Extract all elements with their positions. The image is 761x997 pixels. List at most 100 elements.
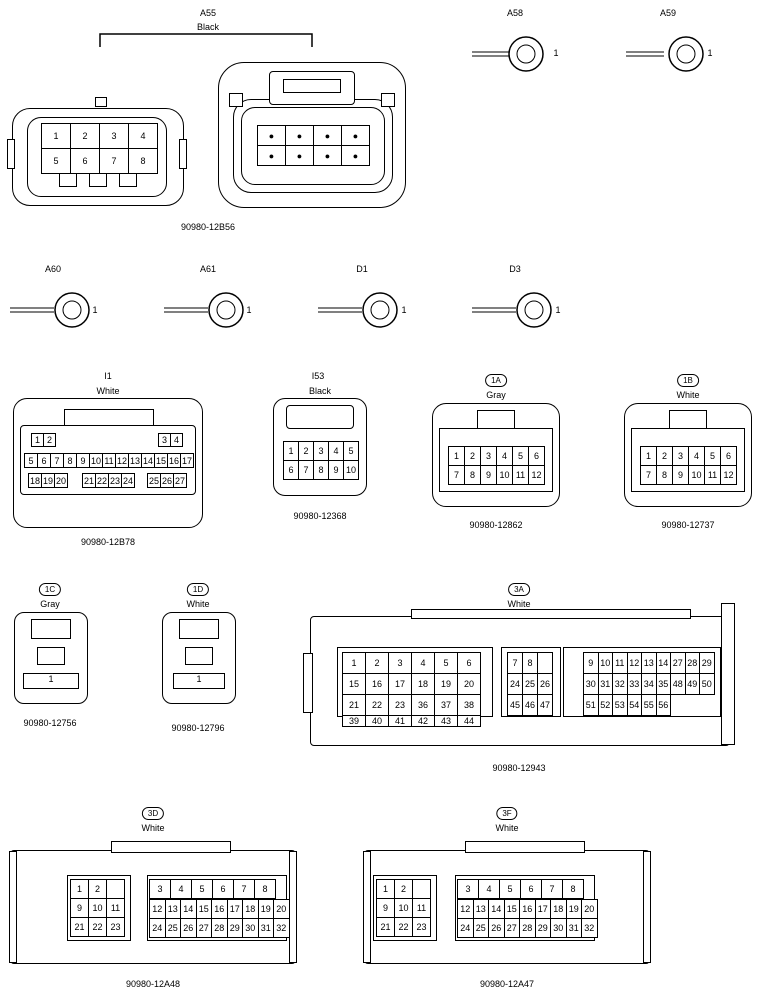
pin-cavity: 40 (366, 716, 389, 727)
pin-cavity: 12 (150, 900, 166, 919)
pin-cavity: 8 (64, 454, 77, 468)
pin-cavity: 2 (366, 653, 389, 674)
pin-cavity: 9 (71, 899, 89, 918)
pin-cavity: 9 (329, 461, 344, 480)
c3d-color: White (141, 823, 165, 833)
c1c-color: Gray (40, 599, 60, 609)
pin-cavity: 19 (435, 674, 458, 695)
d1-ring-terminal-icon (318, 292, 398, 328)
pin-cavity: 11 (613, 653, 628, 674)
pin-cavity: 10 (344, 461, 359, 480)
pin-cavity: 23 (413, 918, 431, 937)
pin-cavity: 24 (458, 919, 474, 938)
pin-cavity: 22 (89, 918, 107, 937)
pin-cavity: 9 (77, 454, 90, 468)
pin-cavity: 18 (243, 900, 259, 919)
pin-cavity: 3 (100, 124, 129, 149)
pin-cavity: 2 (657, 447, 673, 466)
pin-cavity: 56 (656, 695, 671, 716)
pin-cavity: 15 (155, 454, 168, 468)
i53-color: Black (308, 386, 332, 396)
pin-cavity: 51 (584, 695, 599, 716)
a55-male-face: ●●●● ●●●● (218, 62, 406, 208)
pin-cavity: 6 (38, 454, 51, 468)
pin-cavity: 7 (449, 466, 465, 485)
pin-cavity: 25 (523, 674, 538, 695)
pin-cavity: 2 (299, 442, 314, 461)
pin-cavity: 5 (705, 447, 721, 466)
pin-cavity: 5 (500, 880, 521, 899)
pin-cavity: 20 (458, 674, 481, 695)
pin-cavity: 3 (481, 447, 497, 466)
pin-cavity: 10 (598, 653, 613, 674)
pin-cavity: 20 (582, 900, 598, 919)
a60-ring-terminal-icon (10, 292, 90, 328)
pin-cavity: 6 (721, 447, 737, 466)
pin-cavity: 18 (29, 474, 42, 488)
pin-cavity: 21 (71, 918, 89, 937)
pin-cavity: 11 (107, 899, 125, 918)
pin-cavity: 3 (389, 653, 412, 674)
pin-cavity: 3 (150, 880, 171, 899)
pin-cavity: 4 (479, 880, 500, 899)
pin-cavity: 28 (520, 919, 536, 938)
pin-cavity: 8 (314, 461, 329, 480)
c1b-code-badge: 1B (677, 374, 699, 387)
pin-cavity: 11 (513, 466, 529, 485)
pin-cavity: 11 (705, 466, 721, 485)
a55-male-cavity-grid: ●●●● ●●●● (257, 125, 370, 166)
pin-cavity: 31 (598, 674, 613, 695)
pin-cavity: 6 (213, 880, 234, 899)
d1-code: D1 (356, 264, 368, 274)
pin-cavity: 18 (412, 674, 435, 695)
pin-cavity: 13 (165, 900, 181, 919)
pin-cavity: 6 (521, 880, 542, 899)
pin-cavity: 14 (489, 900, 505, 919)
c1d-color: White (186, 599, 210, 609)
a59-pin: 1 (707, 48, 713, 58)
pin-cavity: 4 (129, 124, 158, 149)
pin-cavity: 23 (389, 695, 412, 716)
pin-cavity: 6 (284, 461, 299, 480)
pin-cavity: 27 (671, 653, 686, 674)
pin-cavity: 10 (89, 899, 107, 918)
pin-cavity: 38 (458, 695, 481, 716)
pin-cavity: 20 (55, 474, 68, 488)
i1-color: White (96, 386, 120, 396)
pin-cavity: 16 (520, 900, 536, 919)
pin-cavity: 6 (71, 149, 100, 174)
pin-cavity: 30 (584, 674, 599, 695)
pin-cavity: 2 (395, 880, 413, 899)
pin-cavity: 32 (274, 919, 290, 938)
pin-cavity: 8 (563, 880, 584, 899)
pin-cavity: 27 (504, 919, 520, 938)
c3a-color: White (507, 599, 531, 609)
pin-cavity: 45 (508, 695, 523, 716)
a61-ring-terminal-icon (164, 292, 244, 328)
pin-cavity: 19 (42, 474, 55, 488)
pin-cavity: 20 (274, 900, 290, 919)
pin-cavity: 32 (613, 674, 628, 695)
a58-code: A58 (506, 8, 524, 18)
pin-cavity: 2 (465, 447, 481, 466)
c3d-part-number: 90980-12A48 (125, 979, 181, 989)
pin-cavity: 8 (657, 466, 673, 485)
i53-code: I53 (311, 371, 325, 381)
pin-cavity: 26 (489, 919, 505, 938)
a61-pin: 1 (246, 305, 252, 315)
pin-cavity: 24 (150, 919, 166, 938)
d3-ring-terminal-icon (472, 292, 552, 328)
pin-cavity: 29 (535, 919, 551, 938)
